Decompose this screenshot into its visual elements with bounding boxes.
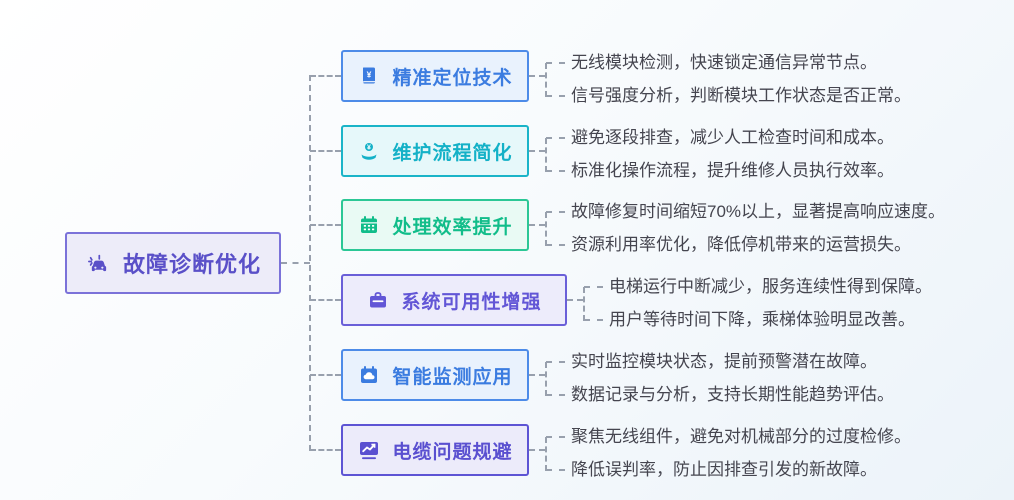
connector-line <box>546 436 565 438</box>
connector-line <box>529 449 545 451</box>
connector-line <box>546 394 565 396</box>
briefcase-icon <box>366 288 390 312</box>
connector-line <box>310 299 341 301</box>
connector-line <box>584 319 603 321</box>
connector-line <box>567 299 583 301</box>
book-icon: ¥ <box>357 64 381 88</box>
leaf-text: 实时监控模块状态，提前预警潜在故障。 <box>571 352 877 371</box>
branch-label: 精准定位技术 <box>392 67 513 89</box>
trend-chart-icon <box>357 438 381 462</box>
connector-line <box>281 262 310 264</box>
leaf-text: 资源利用率优化，降低停机带来的运营损失。 <box>571 235 911 254</box>
connector-line <box>583 287 585 321</box>
connector-line <box>529 150 545 152</box>
leaf-text: 故障修复时间缩短70%以上，显著提高响应速度。 <box>571 202 946 221</box>
svg-text:¥: ¥ <box>368 145 372 152</box>
leaf-text: 数据记录与分析，支持长期性能趋势评估。 <box>571 385 894 404</box>
connector-line <box>310 449 341 451</box>
connector-line <box>584 286 603 288</box>
connector-line <box>546 62 565 64</box>
connector-line <box>309 75 311 451</box>
leaf-text: 电梯运行中断减少，服务连续性得到保障。 <box>609 277 932 296</box>
svg-text:¥: ¥ <box>367 70 372 80</box>
connector-line <box>545 212 547 246</box>
leaf-text: 用户等待时间下降，乘梯体验明显改善。 <box>609 310 915 329</box>
root-label: 故障诊断优化 <box>122 252 261 277</box>
connector-line <box>545 63 547 97</box>
connector-line <box>546 95 565 97</box>
connector-line <box>529 75 545 77</box>
connector-line <box>310 224 341 226</box>
calendar-icon <box>357 213 381 237</box>
connector-line <box>310 150 341 152</box>
connector-line <box>529 224 545 226</box>
branch-node-1[interactable]: ¥ 精准定位技术 <box>341 50 529 102</box>
branch-node-4[interactable]: 系统可用性增强 <box>341 274 567 326</box>
leaf-text: 聚焦无线组件，避免对机械部分的过度检修。 <box>571 427 911 446</box>
branch-label: 维护流程简化 <box>392 142 513 164</box>
branch-label: 系统可用性增强 <box>401 291 542 313</box>
calendar-cloud-icon <box>357 363 381 387</box>
connector-line <box>546 244 565 246</box>
connector-line <box>310 374 341 376</box>
connector-line <box>546 211 565 213</box>
connector-line <box>545 437 547 471</box>
branch-node-3[interactable]: 处理效率提升 <box>341 199 529 251</box>
hand-coin-icon: ¥ <box>357 139 381 163</box>
connector-line <box>529 374 545 376</box>
leaf-text: 无线模块检测，快速锁定通信异常节点。 <box>571 53 877 72</box>
leaf-text: 避免逐段排查，减少人工检查时间和成本。 <box>571 128 894 147</box>
branch-node-5[interactable]: 智能监测应用 <box>341 349 529 401</box>
branch-label: 电缆问题规避 <box>392 441 513 463</box>
connector-line <box>545 138 547 172</box>
connector-line <box>545 362 547 396</box>
connector-line <box>546 469 565 471</box>
root-node[interactable]: 故障诊断优化 <box>65 232 281 294</box>
branch-node-2[interactable]: ¥ 维护流程简化 <box>341 125 529 177</box>
branch-node-6[interactable]: 电缆问题规避 <box>341 424 529 476</box>
connector-line <box>546 361 565 363</box>
connector-line <box>310 75 341 77</box>
branch-label: 处理效率提升 <box>392 216 513 238</box>
car-crash-icon <box>85 250 111 276</box>
branch-label: 智能监测应用 <box>392 366 513 388</box>
leaf-text: 标准化操作流程，提升维修人员执行效率。 <box>571 161 894 180</box>
connector-line <box>546 170 565 172</box>
leaf-text: 信号强度分析，判断模块工作状态是否正常。 <box>571 86 911 105</box>
connector-line <box>546 137 565 139</box>
leaf-text: 降低误判率，防止因排查引发的新故障。 <box>571 460 877 479</box>
